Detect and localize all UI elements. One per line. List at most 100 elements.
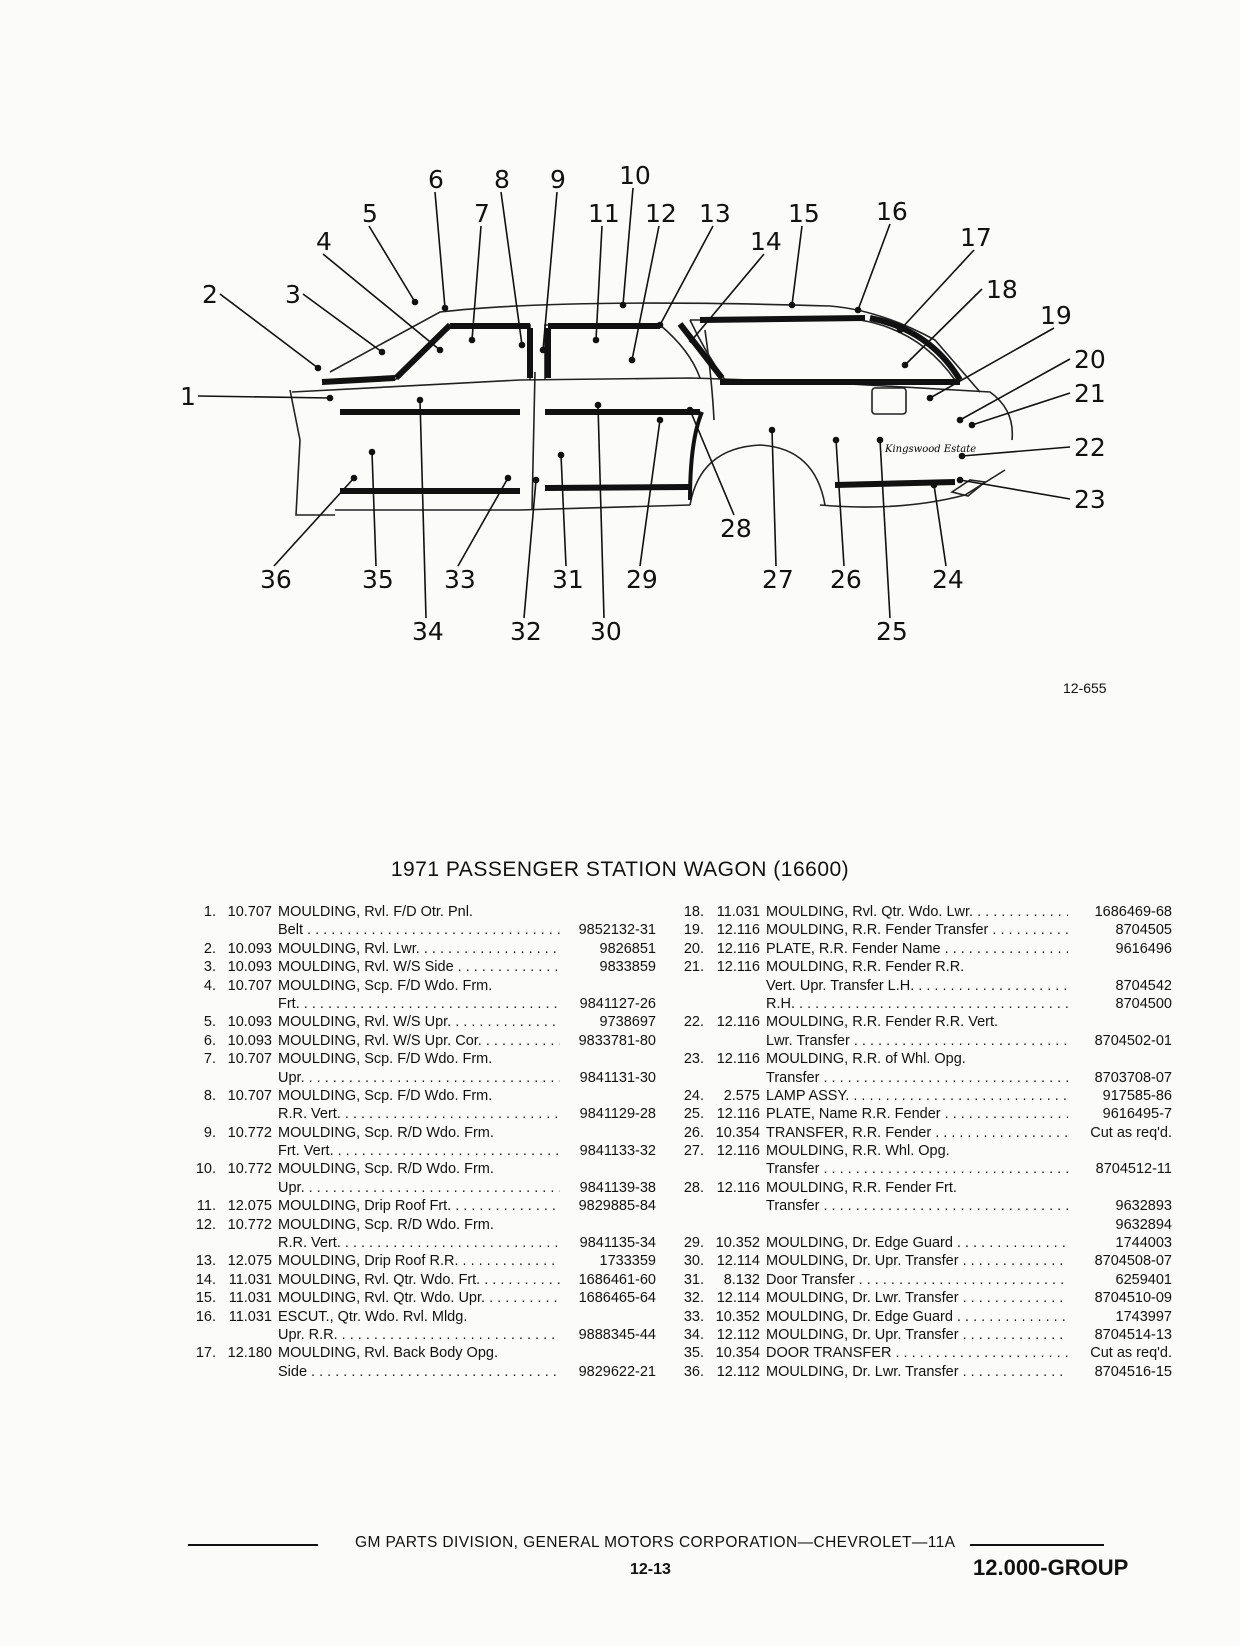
description-text: Frt. Vert. (278, 1143, 334, 1160)
part-number (560, 1216, 656, 1234)
part-number: 8704502-01 (1094, 1032, 1172, 1049)
part-description: R.R. Vert. . . . . . . . . . . . . . . .… (278, 1105, 560, 1123)
arrowhead-9 (539, 346, 547, 354)
part-description: Upr. . . . . . . . . . . . . . . . . . .… (278, 1179, 560, 1197)
leader-35 (371, 451, 377, 567)
leader-dots: . . . . . . . . . . . . . . . . . . . . … (311, 1363, 560, 1380)
group-number: 12.116 (716, 922, 760, 939)
description-text: MOULDING, Rvl. W/S Upr. Cor. (278, 1032, 482, 1049)
description-text: MOULDING, R.R. Fender R.R. (766, 959, 965, 976)
arrowhead-17 (896, 326, 904, 334)
group-number: 12.116 (716, 1179, 760, 1196)
item-number: 7. (203, 1051, 216, 1068)
group-number (216, 1326, 278, 1344)
leader-12 (631, 225, 660, 361)
part-number: 8704505 (1115, 922, 1172, 939)
part-number: 8704516-15 (1094, 1363, 1172, 1380)
footer-rule-right (970, 1544, 1104, 1546)
leader-31 (560, 454, 567, 567)
leader-dots: . . . . . . . . . . . . . . . . . . . . … (956, 1235, 1068, 1252)
group-number: 12.180 (227, 1345, 272, 1362)
part-number: 9841139-38 (579, 1179, 656, 1196)
callout-9: 9 (550, 165, 566, 194)
arrowhead-7 (468, 336, 476, 344)
leader-dots: . . . . . . . . . . . . . . . . . . . . … (977, 904, 1068, 920)
leader-dots: . . . . . . . . . . . . . . . . . . . . … (944, 940, 1068, 957)
group-number: 10.772 (227, 1216, 272, 1233)
arrowhead-5 (411, 298, 419, 306)
arrowhead-34 (416, 396, 424, 404)
item-number: 9. (203, 1124, 216, 1141)
part-number: 1744003 (1115, 1235, 1172, 1252)
group-number: 12.116 (716, 1014, 760, 1031)
leader-1 (197, 395, 331, 399)
callout-22: 22 (1074, 433, 1106, 462)
script-nameplate: Kingswood Estate (884, 444, 976, 455)
arrowhead-36 (350, 474, 358, 482)
item-number: 18. (683, 904, 704, 920)
part-row: 9632894 (672, 1216, 1172, 1234)
part-row: R.R. Vert. . . . . . . . . . . . . . . .… (184, 1234, 656, 1252)
leader-8 (500, 191, 523, 346)
callout-33: 33 (444, 565, 476, 594)
part-description: Door Transfer . . . . . . . . . . . . . … (766, 1271, 1068, 1289)
group-number: 10.772 (227, 1161, 272, 1178)
item-number (184, 1179, 216, 1197)
description-text: MOULDING, Rvl. W/S Side (278, 959, 454, 976)
part-description: MOULDING, R.R. Fender Transfer . . . . .… (766, 921, 1068, 939)
group-number: 12.116 (716, 959, 760, 976)
car-outline (289, 302, 1014, 516)
arrowhead-11 (592, 336, 600, 344)
callout-27: 27 (762, 565, 794, 594)
item-number: 15. (195, 1290, 216, 1307)
leader-dots: . . . . . . . . . . . . . . . . . . . . … (799, 995, 1068, 1012)
item-number: 6. (203, 1032, 216, 1049)
group-number (704, 995, 766, 1013)
part-description: Transfer . . . . . . . . . . . . . . . .… (766, 1069, 1068, 1087)
part-description: ESCUT., Qtr. Wdo. Rvl. Mldg. (278, 1308, 560, 1326)
part-description: MOULDING, Scp. R/D Wdo. Frm. (278, 1216, 560, 1234)
leader-32 (523, 479, 537, 619)
arrowhead-32 (532, 476, 540, 484)
leader-7 (471, 225, 482, 341)
leader-2 (219, 293, 319, 369)
description-text: MOULDING, Dr. Lwr. Transfer (766, 1290, 959, 1307)
arrowhead-35 (368, 448, 376, 456)
group-number: 2.575 (723, 1087, 760, 1104)
callout-3: 3 (285, 280, 301, 309)
part-number: 9826851 (599, 940, 656, 957)
item-number: 28. (683, 1179, 704, 1196)
part-description: Transfer . . . . . . . . . . . . . . . .… (766, 1197, 1068, 1215)
part-number (1068, 1179, 1172, 1197)
arrowhead-20 (956, 416, 964, 424)
leader-17 (899, 249, 975, 331)
callout-24: 24 (932, 565, 964, 594)
group-number: 12.116 (716, 940, 760, 957)
part-number: 9616496 (1115, 940, 1172, 957)
description-text: R.R. Vert. (278, 1235, 341, 1252)
arrowhead-21 (968, 421, 976, 429)
description-text: R.H. (766, 995, 795, 1012)
callout-16: 16 (876, 197, 908, 226)
arrowhead-3 (378, 348, 386, 356)
footer-rule-left (188, 1544, 318, 1546)
group-number: 11.031 (228, 1271, 272, 1288)
callout-18: 18 (986, 275, 1018, 304)
part-number: 9833781-80 (578, 1032, 656, 1049)
group-number: 10.772 (227, 1124, 272, 1141)
description-text: MOULDING, Dr. Edge Guard (766, 1235, 953, 1252)
